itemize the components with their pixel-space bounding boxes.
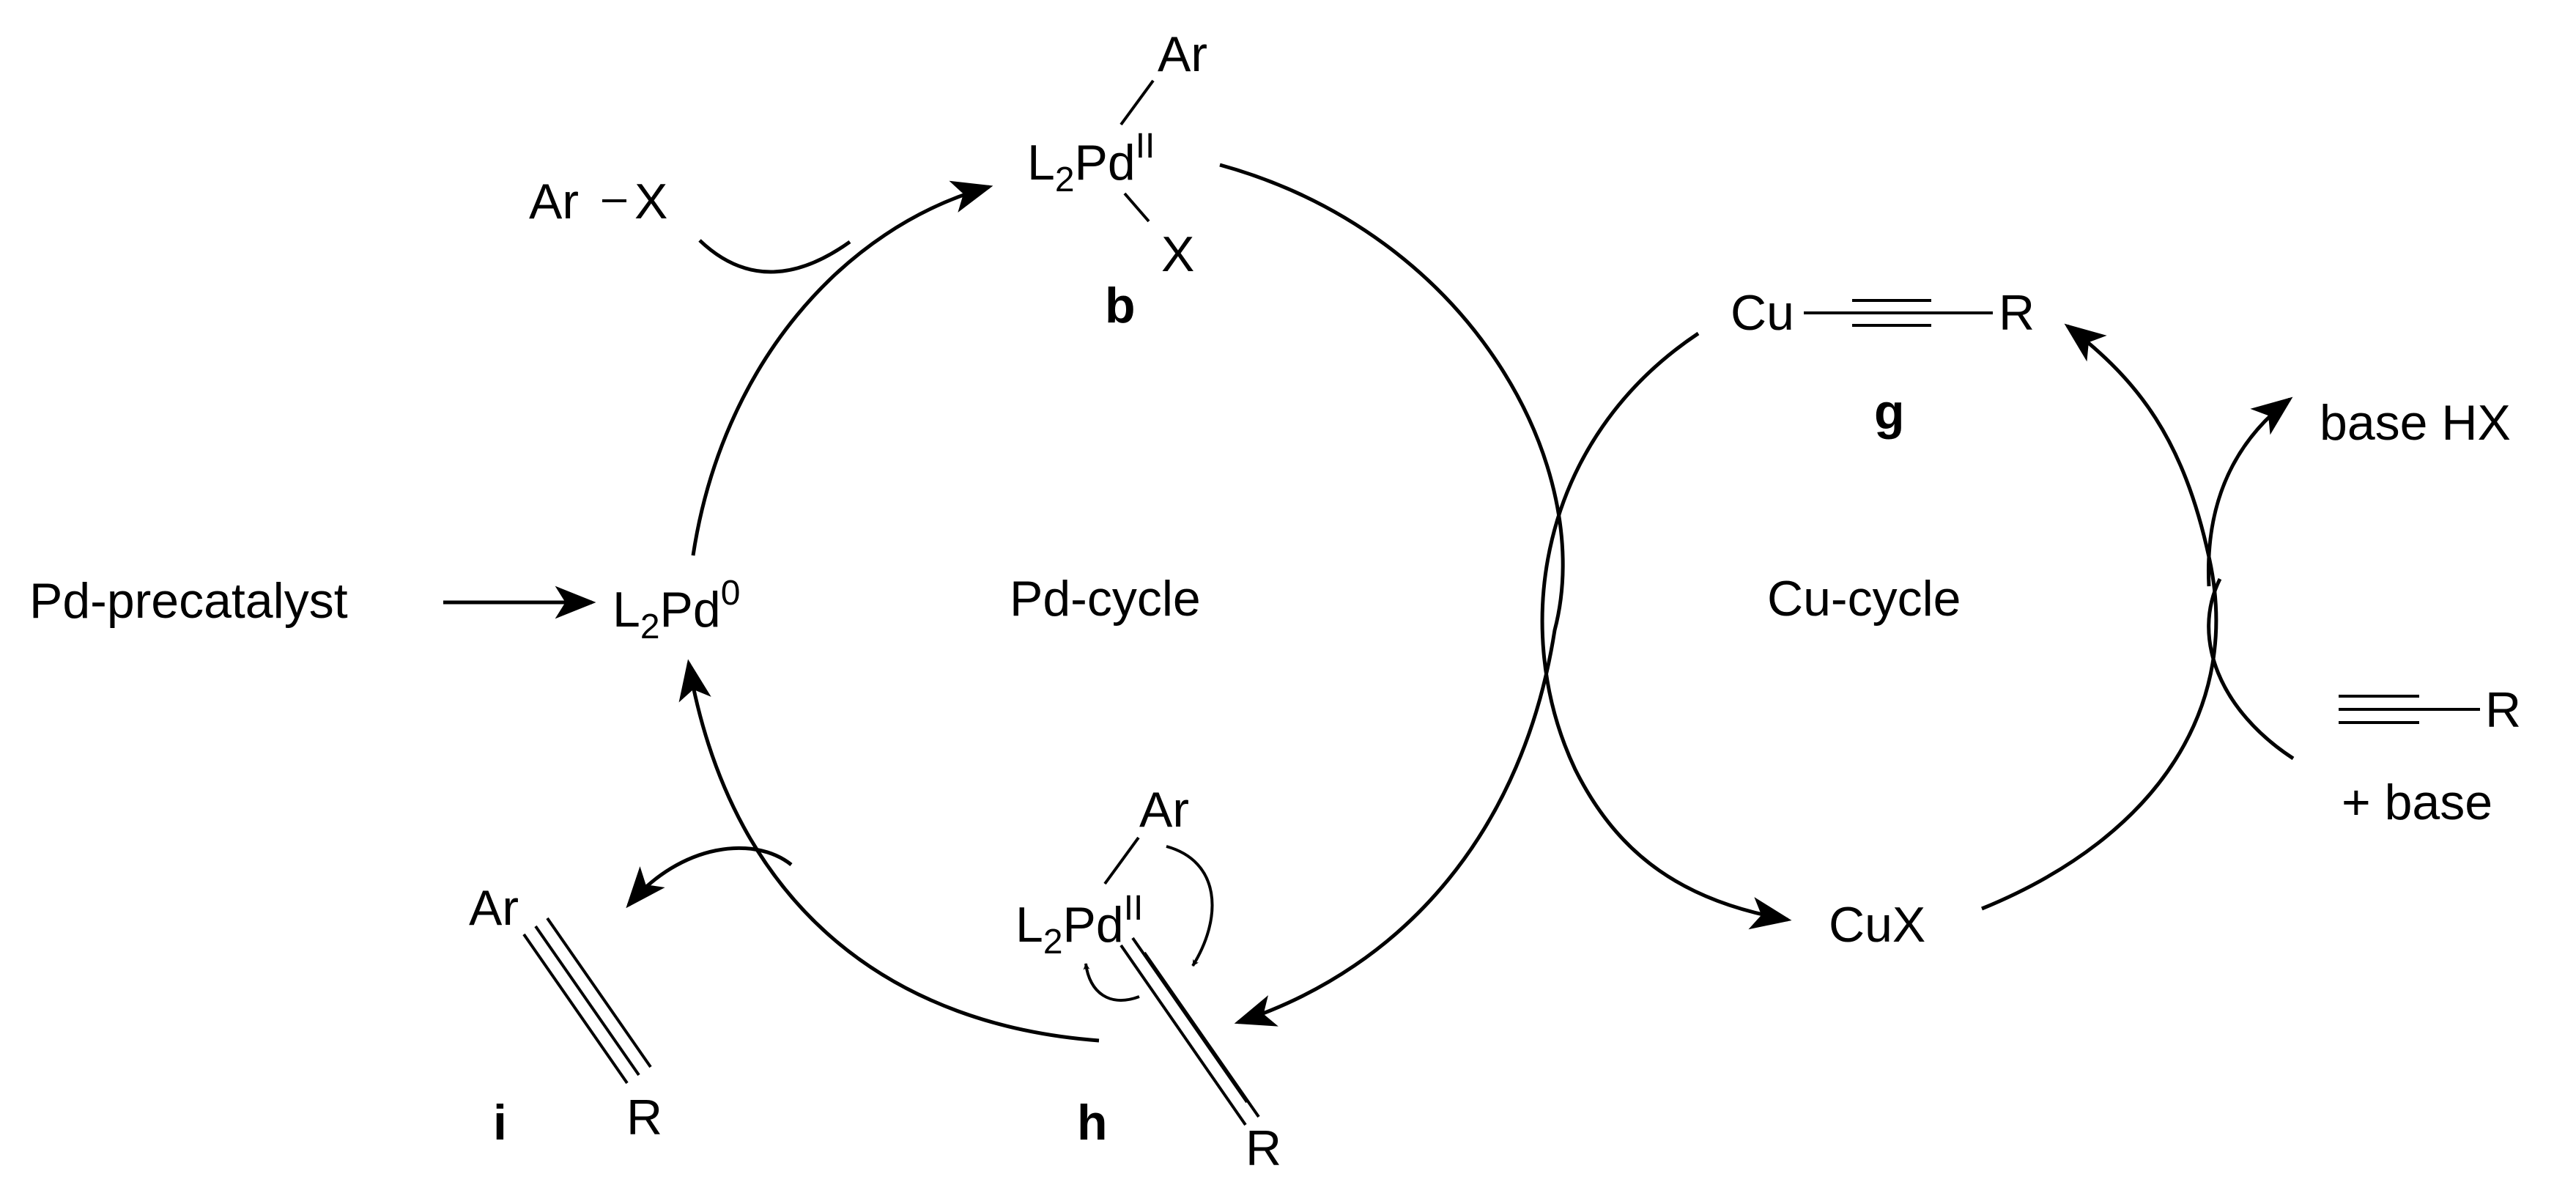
label-i: i (493, 1095, 507, 1151)
svg-text:L2PdII: L2PdII (1015, 889, 1143, 961)
curved-arrow-migration (1166, 845, 1214, 967)
label-h: h (1077, 1095, 1108, 1151)
svg-text:R: R (1999, 285, 2035, 341)
svg-text:Ar: Ar (469, 880, 519, 936)
arc-cux-to-g (1981, 323, 2218, 911)
arc-h-to-pd0 (678, 659, 1100, 1043)
svg-text:L2Pd0: L2Pd0 (612, 574, 740, 646)
label-b: b (1105, 278, 1136, 333)
complex-g: Cu R g (1731, 285, 2035, 440)
plus-base: + base (2342, 775, 2492, 830)
arc-b-to-h (1219, 163, 1565, 1027)
aryl-halide: Ar X (529, 174, 667, 229)
arc-alkyne-in (2207, 577, 2295, 761)
pd-precatalyst: Pd-precatalyst (29, 573, 348, 629)
base-hx: base HX (2320, 395, 2511, 451)
svg-text:R: R (1246, 1120, 1281, 1176)
pd0-complex: L2Pd0 (612, 574, 740, 646)
cux: CuX (1829, 897, 1925, 953)
svg-text:Cu: Cu (1731, 285, 1794, 341)
arc-g-to-cux (1540, 331, 1792, 930)
arc-arx-in (698, 239, 851, 274)
arc-basehx-out (2206, 396, 2293, 587)
curved-arrow-elimination (1083, 963, 1140, 1002)
complex-b: Ar L2PdII X b (1027, 26, 1207, 333)
svg-text:R: R (2485, 682, 2521, 738)
svg-text:L2PdII: L2PdII (1027, 127, 1155, 199)
svg-text:X: X (634, 174, 667, 229)
pd-cycle-label: Pd-cycle (1010, 571, 1201, 627)
arc-release-i (626, 846, 793, 909)
svg-text:X: X (1161, 226, 1194, 282)
product-i: Ar R i (469, 880, 662, 1151)
terminal-alkyne: R + base (2339, 682, 2521, 830)
svg-text:Ar: Ar (1158, 26, 1207, 82)
complex-h: Ar L2PdII R h (1015, 782, 1281, 1176)
cu-cycle-label: Cu-cycle (1767, 571, 1961, 627)
svg-text:Ar: Ar (1139, 782, 1189, 838)
svg-text:Ar: Ar (529, 174, 579, 229)
svg-text:R: R (626, 1090, 662, 1145)
label-g: g (1874, 384, 1905, 440)
arc-pd0-to-b (691, 180, 993, 556)
